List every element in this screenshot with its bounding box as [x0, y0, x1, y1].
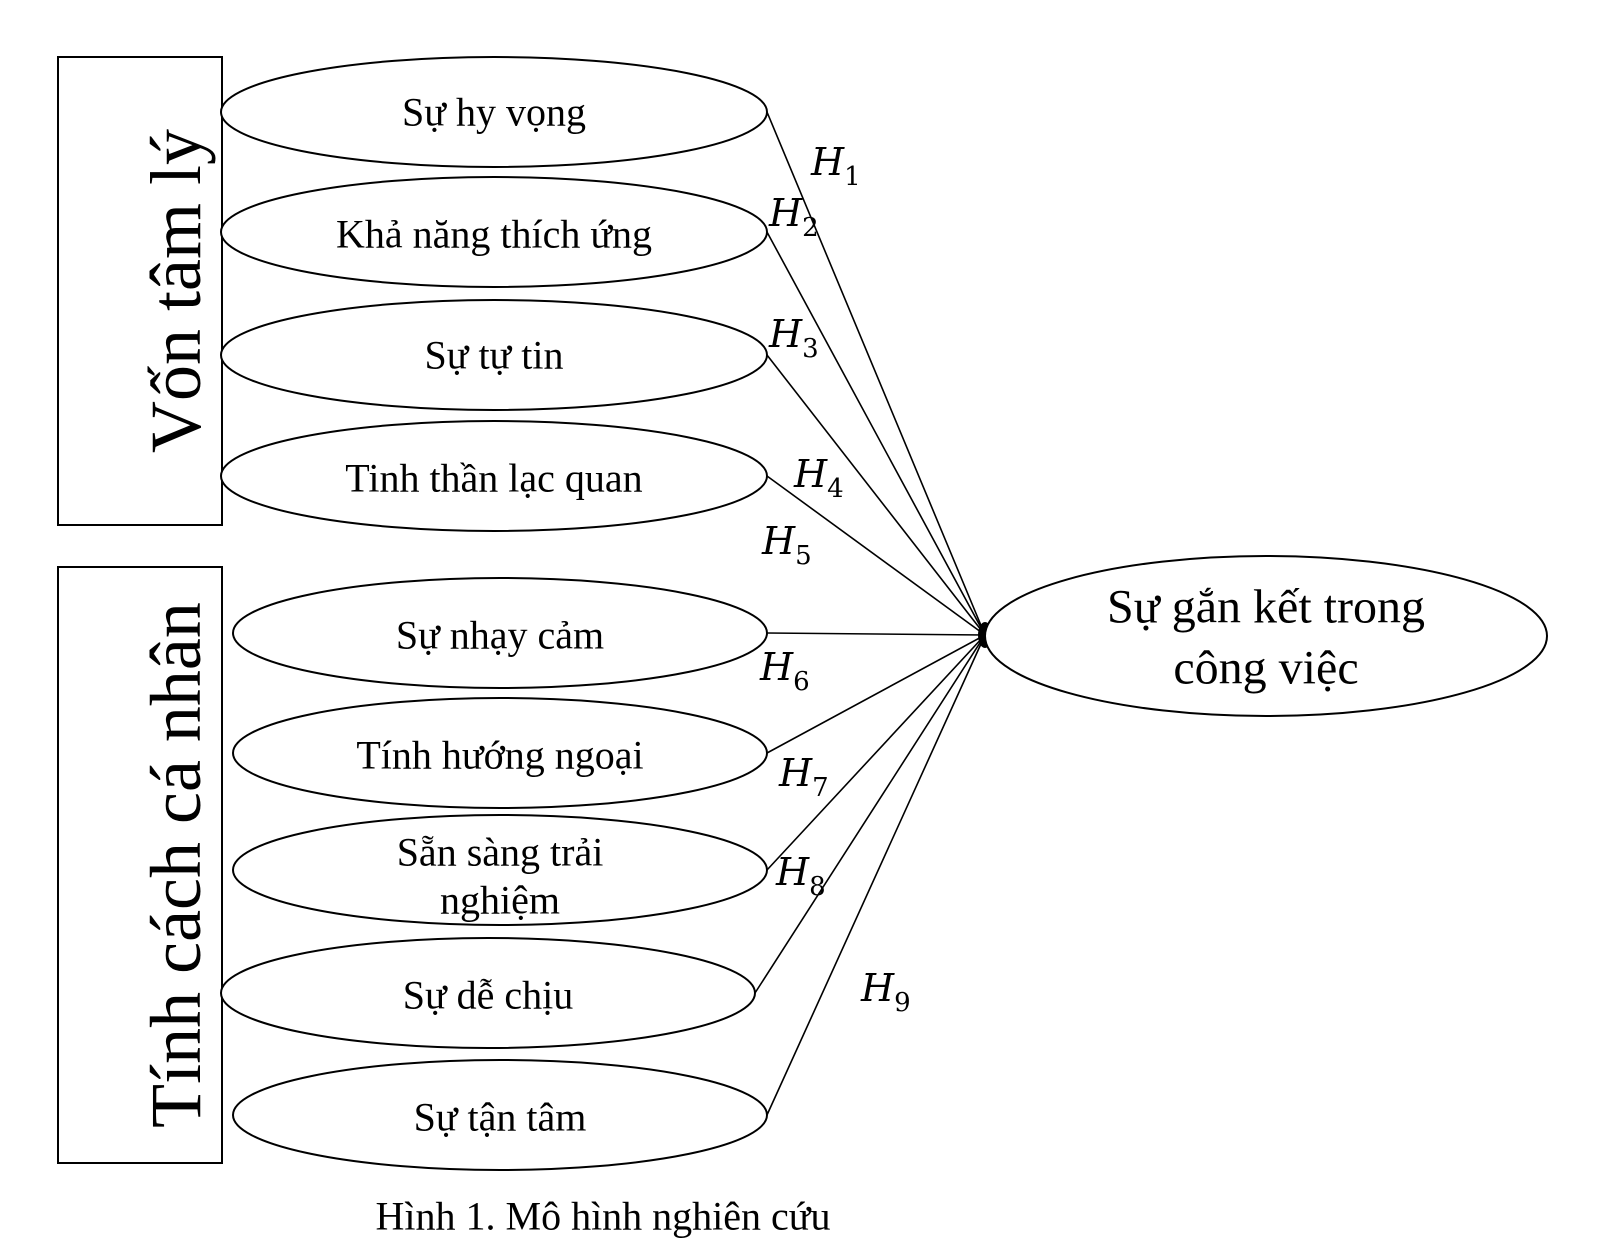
factor-label: Sự tự tin — [425, 333, 564, 378]
hypothesis-label-h7: H7 — [778, 751, 829, 803]
path-h3 — [766, 354, 986, 636]
hypothesis-arrows — [754, 111, 986, 1116]
factor-label: Sẵn sàng trải — [397, 830, 604, 875]
factor-label: Tính hướng ngoại — [356, 733, 643, 778]
hypothesis-labels: H1 H2 H3 H4 H5 H6 H7 H8 H9 — [759, 140, 911, 1018]
path-h9 — [766, 634, 986, 1116]
group-personality-label: Tính cách cá nhân — [136, 602, 216, 1128]
outcome-label: Sự gắn kết trong — [1107, 581, 1425, 634]
factor-neuroticism: Sự nhạy cảm — [232, 577, 768, 689]
group-psych: Vốn tâm lý — [57, 56, 223, 526]
factor-extraversion: Tính hướng ngoại — [232, 697, 768, 809]
group-personality: Tính cách cá nhân — [57, 566, 223, 1164]
path-h6 — [766, 634, 986, 754]
factor-label: Sự nhạy cảm — [396, 613, 604, 658]
path-h2 — [766, 231, 986, 636]
path-h8 — [754, 634, 986, 994]
hypothesis-label-h4: H4 — [793, 452, 844, 504]
factor-label: Sự dễ chịu — [403, 973, 574, 1018]
hypothesis-label-h3: H3 — [768, 312, 819, 364]
hypothesis-label-h8: H8 — [775, 850, 826, 902]
factor-openness: Sẵn sàng trải nghiệm — [232, 814, 768, 926]
path-h5 — [766, 632, 986, 636]
path-h1 — [766, 111, 986, 636]
hypothesis-label-h6: H6 — [759, 645, 810, 697]
factor-resilience: Khả năng thích ứng — [220, 176, 768, 288]
factor-label: Sự tận tâm — [414, 1095, 587, 1140]
outcome-work-engagement: Sự gắn kết trong công việc — [984, 555, 1548, 717]
factor-label-line2: nghiệm — [440, 878, 560, 923]
factor-optimism: Tinh thần lạc quan — [220, 420, 768, 532]
hypothesis-label-h2: H2 — [768, 191, 819, 243]
outcome-label-line2: công việc — [1173, 642, 1358, 695]
group-psych-label: Vốn tâm lý — [136, 129, 216, 453]
factor-label: Khả năng thích ứng — [336, 212, 652, 257]
figure-caption: Hình 1. Mô hình nghiên cứu — [376, 1194, 831, 1239]
factor-hope: Sự hy vọng — [220, 56, 768, 168]
factor-agreeableness: Sự dễ chịu — [220, 937, 756, 1049]
factor-label: Sự hy vọng — [402, 90, 586, 135]
hypothesis-label-h1: H1 — [810, 140, 861, 192]
path-h7 — [766, 634, 986, 871]
factor-efficacy: Sự tự tin — [220, 299, 768, 411]
hypothesis-label-h9: H9 — [860, 966, 911, 1018]
factor-conscientiousness: Sự tận tâm — [232, 1059, 768, 1171]
hypothesis-label-h5: H5 — [761, 519, 812, 571]
factor-label: Tinh thần lạc quan — [345, 456, 642, 501]
path-h4 — [766, 475, 986, 636]
